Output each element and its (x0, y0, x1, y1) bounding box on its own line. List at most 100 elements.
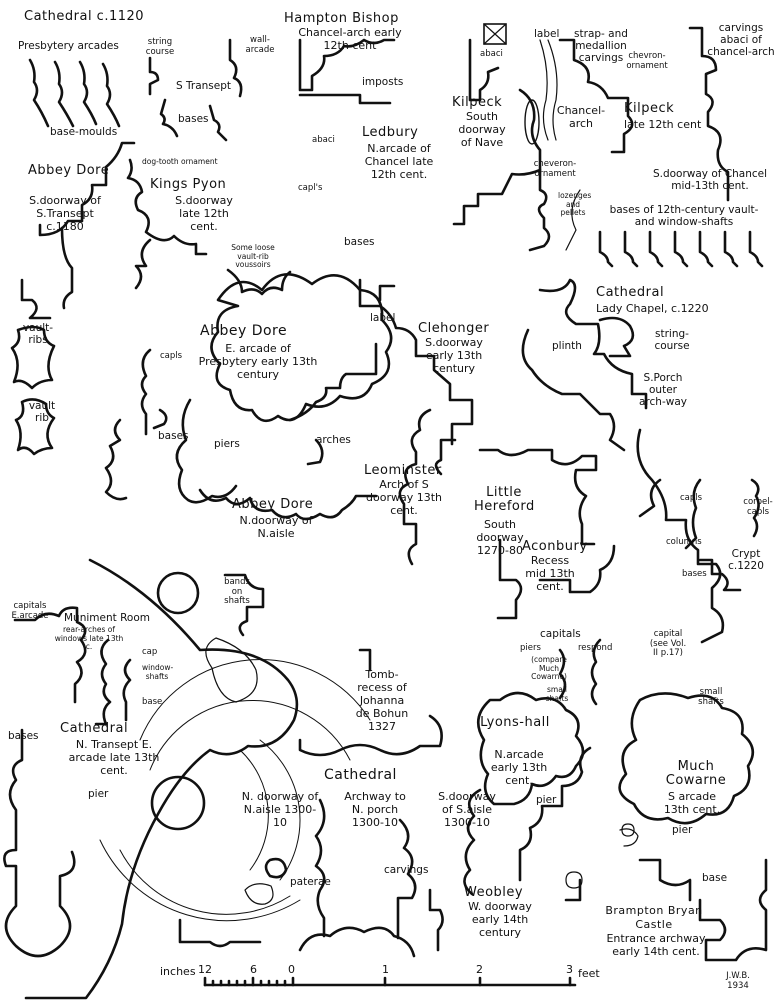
capitals-label: capitals (540, 628, 581, 640)
weobley-title: Weobley (464, 885, 524, 900)
piers-label-1: piers (214, 438, 240, 450)
abbey-dore-subtitle-3: N.doorway of N.aisle (239, 514, 313, 540)
n-doorway-label: N. doorway of N.aisle 1300-10 (241, 790, 319, 829)
vault-ribs-profile (10, 325, 56, 390)
compare-label: (compare Much Cowarne) (531, 655, 567, 681)
piers-label-2: piers (520, 643, 541, 653)
kings-pyon-profile (126, 158, 208, 256)
weobley-profile (518, 746, 592, 882)
abbey-dore-presbytery-pier (210, 273, 393, 423)
caps-label-2: capls (160, 351, 183, 361)
hampton-chancel-arch-profile (298, 38, 396, 92)
abbey-dore-s-doorway-profile (38, 141, 136, 237)
s-doorway-saisle-label: S.doorway of S.aisle 1300-10 (438, 790, 496, 829)
kilpeck-subtitle-1: South doorway of Nave (458, 110, 506, 149)
kilpeck-chancel-capital (688, 26, 730, 202)
scale-6-label: 6 (250, 963, 257, 976)
scale-1-label: 1 (382, 963, 389, 976)
bases-label-3: bases (158, 430, 189, 442)
small-shafts-label-2: small shafts (698, 687, 724, 707)
small-shafts-label-1: small shafts (545, 685, 569, 703)
s-porch-label: S.Porch outer arch-way (639, 372, 687, 408)
bases-label-1: bases (178, 113, 209, 125)
cathedral-ntransept-subtitle: N. Transept E. arcade late 13th cent. (68, 738, 160, 777)
presbytery-arcade-profile-4 (101, 62, 121, 128)
scale-inches-label: inches (160, 965, 196, 978)
cathedral-s-doorway-profile (463, 788, 482, 896)
abaci-label-2: abaci (312, 135, 335, 145)
s-doorway-chancel-label: S.doorway of Chancel mid-13th cent. (652, 168, 768, 192)
much-cowarne-title: Much Cowarne (665, 759, 727, 788)
abbey-dore-title-1: Abbey Dore (28, 163, 110, 178)
shaft-band-circle (156, 571, 200, 615)
leominster-subtitle: Arch of S doorway 13th cent. (366, 478, 442, 517)
lyonshall-pier-profile (476, 691, 585, 806)
cathedral-lady-title: Cathedral (596, 285, 665, 300)
columns-label: columns (666, 537, 702, 547)
lozenges-label: lozenges and pellets (558, 191, 592, 217)
capitals-e-arcade-label: capitals E.arcade (11, 601, 49, 621)
kings-pyon-subtitle: S.doorway late 12th cent. (175, 194, 233, 233)
caps-label-3: capls (680, 493, 703, 503)
clehonger-title: Clehonger (418, 321, 490, 336)
cap-label: cap (142, 647, 158, 657)
much-cowarne-pier (618, 692, 755, 825)
abbey-dore-subtitle-2: E. arcade of Presbytery early 13th centu… (198, 342, 318, 381)
kilpeck-title-2: Kilpeck (624, 101, 675, 116)
little-hereford-subtitle: South doorway 1270-80 (476, 518, 524, 557)
window-shafts-label: window-shafts (142, 663, 174, 681)
muniment-room-label: Muniment Room (64, 612, 150, 624)
bases-label-4: bases (682, 569, 707, 579)
cathedral-ntransept-title: Cathedral (60, 721, 129, 736)
arches-label: arches (316, 434, 351, 446)
base-label-2: base (702, 872, 728, 884)
leominster-profile (398, 408, 432, 566)
hampton-imposts-profile (298, 93, 392, 105)
presbytery-arcades-label: Presbytery arcades (18, 40, 119, 52)
lyonshall-subtitle: N.arcade early 13th cent. (490, 748, 548, 787)
little-hereford-title: Little Hereford (474, 485, 535, 514)
presbytery-arcade-profile-1 (28, 58, 50, 128)
hampton-bishop-subtitle: Chancel-arch early 12th cent (298, 26, 402, 52)
tomb-recess-label: Tomb-recess of Johanna de Bohun 1327 (355, 668, 409, 733)
paterae-label: paterae (290, 876, 331, 888)
abbey-dore-subtitle-1: S.doorway of S.Transept c.1180 (29, 194, 101, 233)
corbel-caps-label: corbel-capls (743, 497, 773, 517)
abbey-dore-presbytery-lower (175, 398, 238, 504)
pier-shaft-circle (150, 775, 206, 831)
pier-label-2: pier (536, 794, 557, 806)
presbytery-arcade-profile-2 (53, 60, 75, 128)
crypt-columns-profile (636, 428, 725, 644)
bases-12th-label: bases of 12th-century vault- and window-… (609, 204, 759, 228)
string-course-label-2: string-course (654, 328, 690, 352)
caps-label-1: capl's (298, 183, 323, 193)
base-label-1: base (142, 697, 163, 707)
voussoir-profile (226, 268, 292, 296)
pier-label-3: pier (672, 824, 693, 836)
lyonshall-title: Lyons-hall (480, 715, 550, 730)
vault-rib-label: vault rib (28, 400, 56, 424)
abbey-dore-title-2: Abbey Dore (200, 323, 288, 339)
carvings-abaci-label: carvings abaci of chancel-arch (707, 22, 775, 58)
lady-chapel-profile (538, 278, 648, 410)
scale-2-label: 2 (476, 963, 483, 976)
s-doorway-chancel-profile (528, 168, 551, 252)
string-course-label: string course (145, 37, 175, 57)
label-label-1: label (534, 28, 560, 40)
aconbury-subtitle: Recess mid 13th cent. (525, 554, 575, 593)
cathedral-lady-subtitle: Lady Chapel, c.1220 (596, 302, 709, 315)
n-transept-bases (3, 728, 76, 958)
much-cowarne-subtitle: S arcade 13th cent. (663, 790, 721, 816)
lozenges-pellets (565, 189, 581, 251)
bands-on-shafts-label: bands on shafts (224, 577, 250, 606)
clehonger-profile (358, 278, 474, 446)
chancel-arch-label: Chancel-arch (556, 104, 606, 130)
strap-medallion-label: strap- and medallion carvings (574, 28, 628, 64)
dog-tooth-label: dog-tooth ornament (142, 157, 218, 166)
kilpeck-title-1: Kilpeck (452, 95, 503, 110)
carvings-label-2: carvings (384, 864, 429, 876)
abbey-dore-piers-lower (104, 418, 128, 501)
wall-arcade-profile (228, 38, 243, 98)
